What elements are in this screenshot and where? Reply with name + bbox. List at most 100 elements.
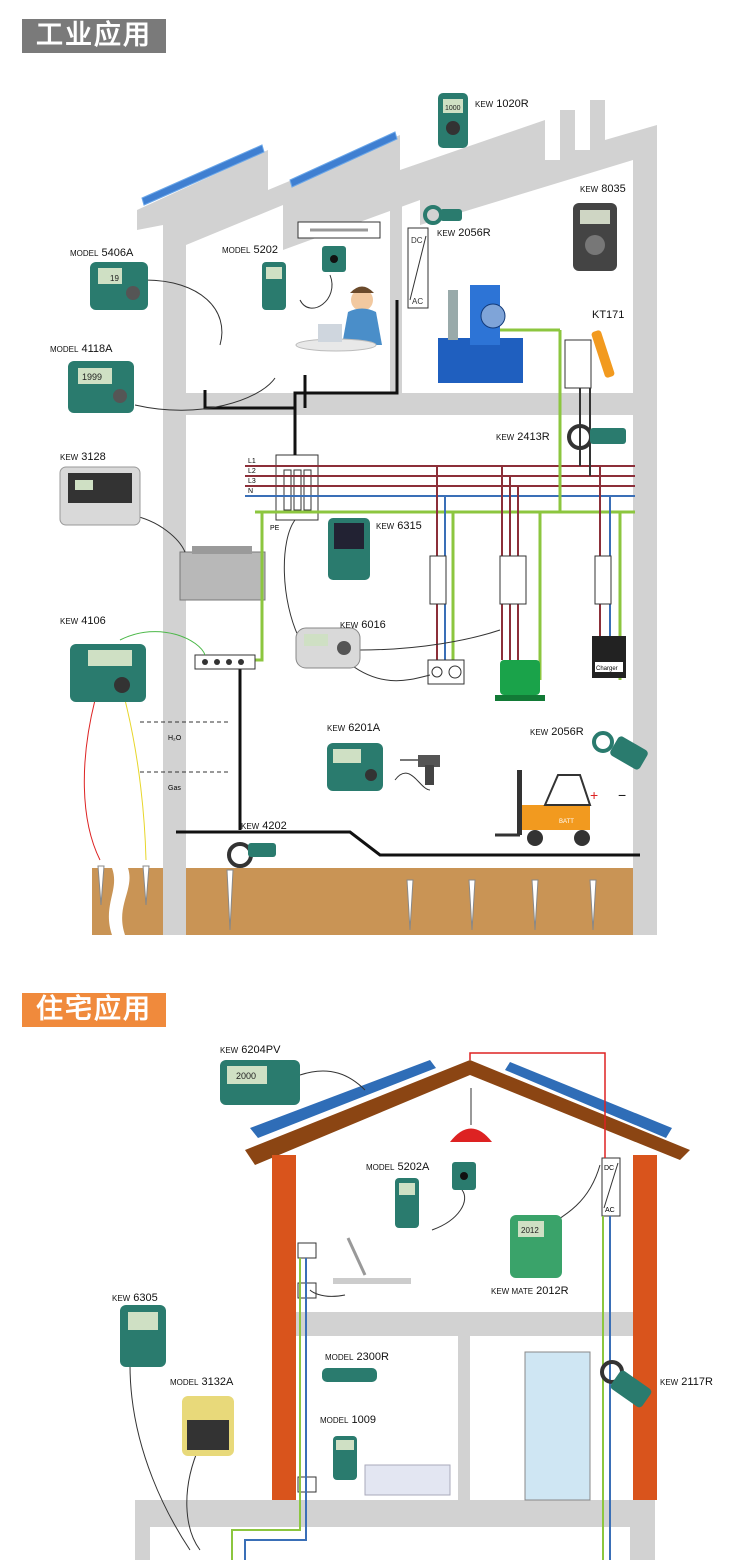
inverter-dc-label: DC (411, 236, 423, 245)
label-model: 2300R (357, 1351, 389, 1363)
label-model: 3128 (81, 451, 105, 463)
svg-text:KEW 2056R: KEW 2056R (530, 726, 584, 738)
instrument-kew-4202[interactable] (227, 842, 276, 868)
pipe-h2o-label: H₂O (168, 735, 182, 742)
display-6204pv: 2000 (236, 1071, 256, 1081)
svg-text:KEW 3128: KEW 3128 (60, 451, 106, 463)
label-prefix: KEW (496, 433, 515, 442)
inverter-ac-label: AC (412, 297, 423, 306)
instrument-model-3132a[interactable] (182, 1396, 234, 1456)
label-prefix: KEW (376, 522, 395, 531)
svg-text:KT171: KT171 (592, 309, 624, 321)
label-prefix: MODEL (70, 249, 99, 258)
label-model: 4106 (81, 615, 105, 627)
bus-pe-label: PE (270, 525, 280, 532)
ground-crack (108, 868, 130, 935)
office-worker (295, 286, 382, 352)
label-model: 2012R (536, 1285, 568, 1297)
instrument-kewmate-2012r[interactable]: 2012 (510, 1215, 562, 1278)
svg-text:KEW 2413R: KEW 2413R (496, 431, 550, 443)
svg-text:KEW 2117R: KEW 2117R (660, 1376, 713, 1388)
battery-plus-label: + (590, 787, 598, 803)
label-model: 1020R (496, 98, 528, 110)
svg-text:MODEL 3132A: MODEL 3132A (170, 1376, 234, 1388)
instrument-kew-2117r[interactable] (600, 1360, 653, 1409)
label-prefix: MODEL (222, 246, 251, 255)
instrument-kew-6016[interactable] (295, 627, 361, 669)
svg-text:MODEL 5202: MODEL 5202 (222, 244, 278, 256)
outlet-upper (297, 1242, 317, 1259)
display-2012r: 2012 (521, 1226, 539, 1235)
house-wiring (231, 1052, 611, 1560)
instrument-kew-2056r-bottom[interactable] (592, 731, 649, 771)
svg-text:MODEL 5406A: MODEL 5406A (70, 247, 134, 259)
house-wall-right (633, 1155, 657, 1500)
interior-wall (458, 1336, 470, 1500)
label-prefix: KEW (112, 1294, 131, 1303)
breaker-group (429, 339, 612, 605)
svg-text:KEW 4202: KEW 4202 (241, 820, 287, 832)
label-model: 4202 (262, 820, 286, 832)
label-model: 2413R (517, 431, 549, 443)
label-model: 6016 (361, 619, 385, 631)
industrial-section-title: 工业应用 (22, 19, 166, 53)
label-prefix: MODEL (170, 1378, 199, 1387)
bus-n-label: N (248, 488, 253, 495)
label-prefix: MODEL (320, 1416, 349, 1425)
display-4118a: 1999 (82, 372, 102, 382)
label-model: 5202 (254, 244, 278, 256)
instrument-kew-3128[interactable] (59, 466, 141, 526)
instrument-model-1009[interactable] (333, 1436, 357, 1480)
svg-text:KEW 6315: KEW 6315 (376, 520, 422, 532)
industrial-model-labels: KEW 1020R KEW 2056R KEW 8035 MODEL 5406A… (50, 98, 626, 832)
svg-text:KEW 1020R: KEW 1020R (475, 98, 529, 110)
instrument-kew-6315[interactable] (328, 518, 370, 580)
svg-text:KEW 4106: KEW 4106 (60, 615, 106, 627)
svg-text:KEW 8035: KEW 8035 (580, 183, 626, 195)
instrument-kew-4106[interactable] (70, 644, 146, 702)
bus-l3-label: L3 (248, 478, 256, 485)
sofa (364, 1464, 451, 1496)
label-model: KT171 (592, 309, 624, 321)
svg-text:MODEL 5202A: MODEL 5202A (366, 1161, 430, 1173)
instrument-model-5202a[interactable] (395, 1162, 476, 1228)
label-model: 2056R (458, 227, 490, 239)
label-prefix: KEW MATE (491, 1287, 533, 1296)
instrument-kew-8035[interactable] (573, 203, 617, 271)
charger-label: Charger (596, 666, 618, 672)
label-model: 6315 (397, 520, 421, 532)
instrument-model-2300r[interactable] (322, 1368, 377, 1382)
label-prefix: KEW (220, 1046, 239, 1055)
instrument-model-5406a[interactable]: 19 (90, 262, 148, 310)
svg-text:MODEL 1009: MODEL 1009 (320, 1414, 376, 1426)
instrument-kew-6204pv[interactable]: 2000 (220, 1060, 300, 1105)
instrument-model-4118a[interactable]: 1999 (68, 361, 134, 413)
instrument-kt171[interactable] (591, 330, 615, 379)
instrument-kew-2413r[interactable] (567, 424, 626, 450)
label-model: 4118A (82, 343, 114, 355)
bus-l1-label: L1 (248, 458, 256, 465)
house-measurement-leads (129, 1070, 601, 1551)
industrial-machine (438, 285, 523, 383)
measurement-leads (83, 274, 501, 861)
label-model: 5202A (398, 1161, 430, 1173)
label-model: 8035 (601, 183, 625, 195)
bus-l2-label: L2 (248, 468, 256, 475)
instrument-kew-1020r[interactable]: 1000 (438, 93, 468, 148)
instrument-kew-2056r-top[interactable] (423, 205, 462, 225)
label-prefix: KEW (327, 724, 346, 733)
desk (333, 1278, 411, 1284)
svg-text:MODEL 2300R: MODEL 2300R (325, 1351, 389, 1363)
label-model: 6305 (133, 1292, 157, 1304)
instrument-kew-6305[interactable] (120, 1305, 166, 1367)
roof-solar-left (250, 1060, 436, 1138)
instrument-model-5202[interactable] (262, 246, 346, 310)
instrument-kew-6201a[interactable] (327, 743, 383, 791)
battery-minus-label: − (618, 787, 626, 803)
industrial-solar-panels (141, 131, 398, 206)
label-prefix: MODEL (325, 1353, 354, 1362)
busbars (245, 465, 635, 514)
house-wall-left (272, 1155, 296, 1500)
label-prefix: KEW (475, 100, 494, 109)
earth-rods (97, 865, 597, 931)
